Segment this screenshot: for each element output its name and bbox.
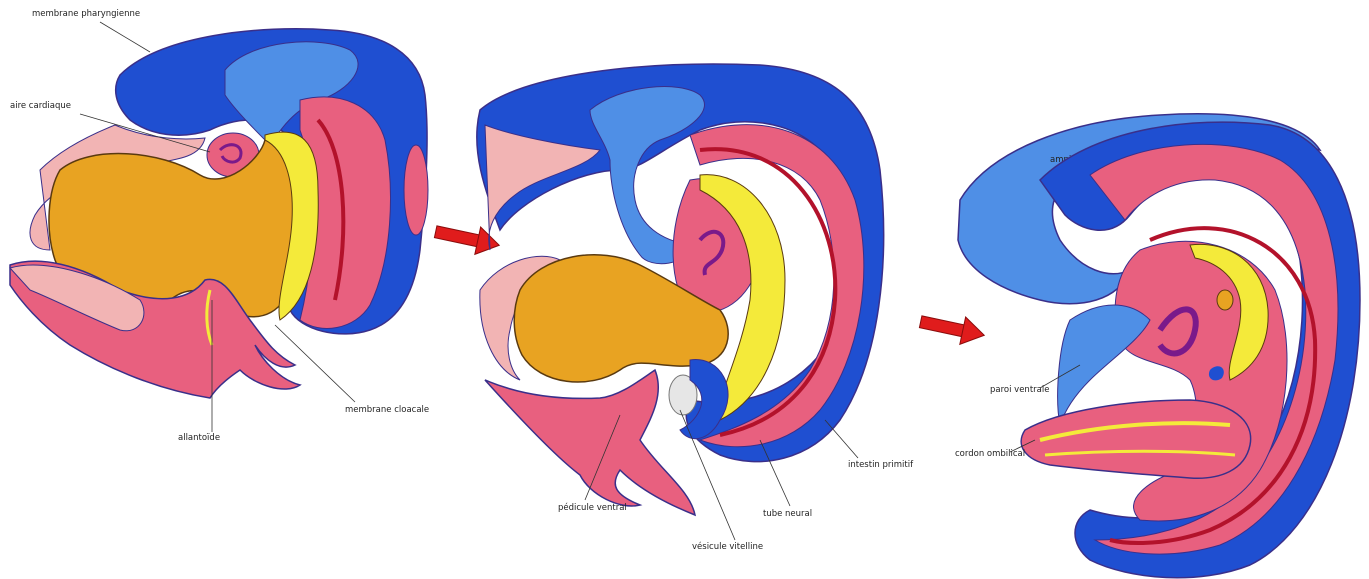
leader-intestin-primitif <box>825 420 858 458</box>
label-paroi-ventrale: paroi ventrale <box>990 385 1049 395</box>
label-aire-cardiaque: aire cardiaque <box>10 101 71 111</box>
stage-3-embryo: amnios <box>958 114 1360 578</box>
label-cordon-ombilical: cordon ombilical <box>955 449 1025 459</box>
stage2-lower-mesoderm <box>485 370 695 515</box>
label-tube-neural: tube neural <box>763 509 812 519</box>
label-allantoide: allantoïde <box>178 433 220 443</box>
label-vesicule-vitelline: vésicule vitelline <box>692 541 763 552</box>
leader-membrane-pharyngienne <box>100 22 150 52</box>
label-membrane-pharyngienne: membrane pharyngienne <box>32 9 140 19</box>
stage3-umbilical-cord <box>1021 400 1250 478</box>
arrow-2-to-3 <box>918 308 987 349</box>
stage3-gut-drop <box>1217 290 1233 310</box>
stage1-pericardial-bulge <box>404 145 428 235</box>
stage-2-embryo <box>477 64 884 515</box>
stage-1-embryo <box>10 29 428 398</box>
label-pedicule-ventral: pédicule ventral <box>558 502 627 513</box>
label-membrane-cloacale: membrane cloacale <box>345 405 429 415</box>
label-intestin-primitif: intestin primitif <box>848 460 914 470</box>
